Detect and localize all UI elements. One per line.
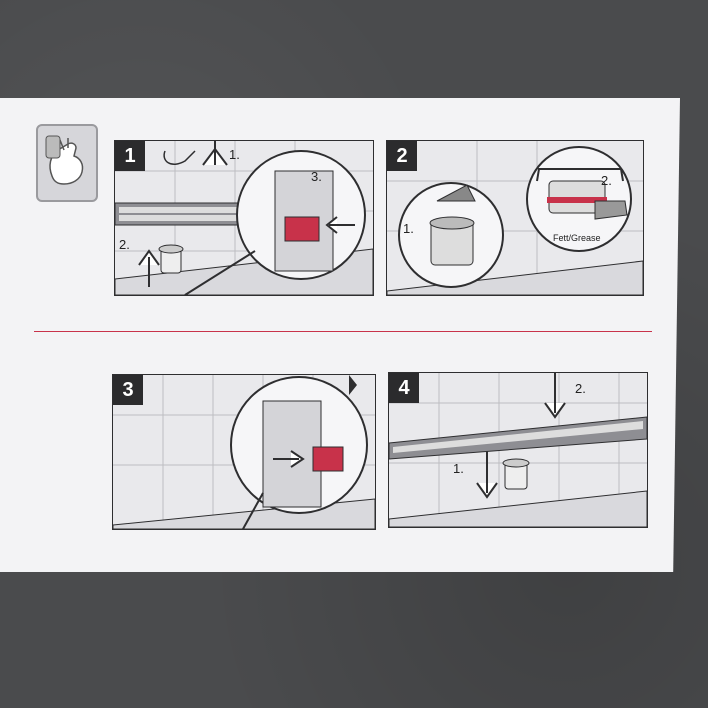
step-label: 1. xyxy=(229,147,240,162)
step-label: 1. xyxy=(453,461,464,476)
step-number-3: 3 xyxy=(113,375,143,405)
step-number-2: 2 xyxy=(387,141,417,171)
step-label: 3. xyxy=(311,169,322,184)
step-label: 1. xyxy=(403,221,414,236)
step-panel-3: 3 xyxy=(112,374,376,530)
step-number-4: 4 xyxy=(389,373,419,403)
instruction-sheet: 1 1. 2. 3. 2 xyxy=(0,98,680,572)
section-divider xyxy=(34,331,652,332)
step-label: 2. xyxy=(601,173,612,188)
step-panel-1: 1 1. 2. 3. xyxy=(114,140,374,296)
panel-1-illustration xyxy=(115,141,373,295)
step-panel-2: 2 1. 2. Fett/Grease xyxy=(386,140,644,296)
step-panel-4: 4 2. 1. xyxy=(388,372,648,528)
hand-touch-icon xyxy=(36,124,98,202)
panel-4-illustration xyxy=(389,373,647,527)
panel-3-illustration xyxy=(113,375,375,529)
step-label: 2. xyxy=(575,381,586,396)
grease-label: Fett/Grease xyxy=(553,233,601,243)
step-number-1: 1 xyxy=(115,141,145,171)
panel-2-illustration xyxy=(387,141,643,295)
step-label: 2. xyxy=(119,237,130,252)
